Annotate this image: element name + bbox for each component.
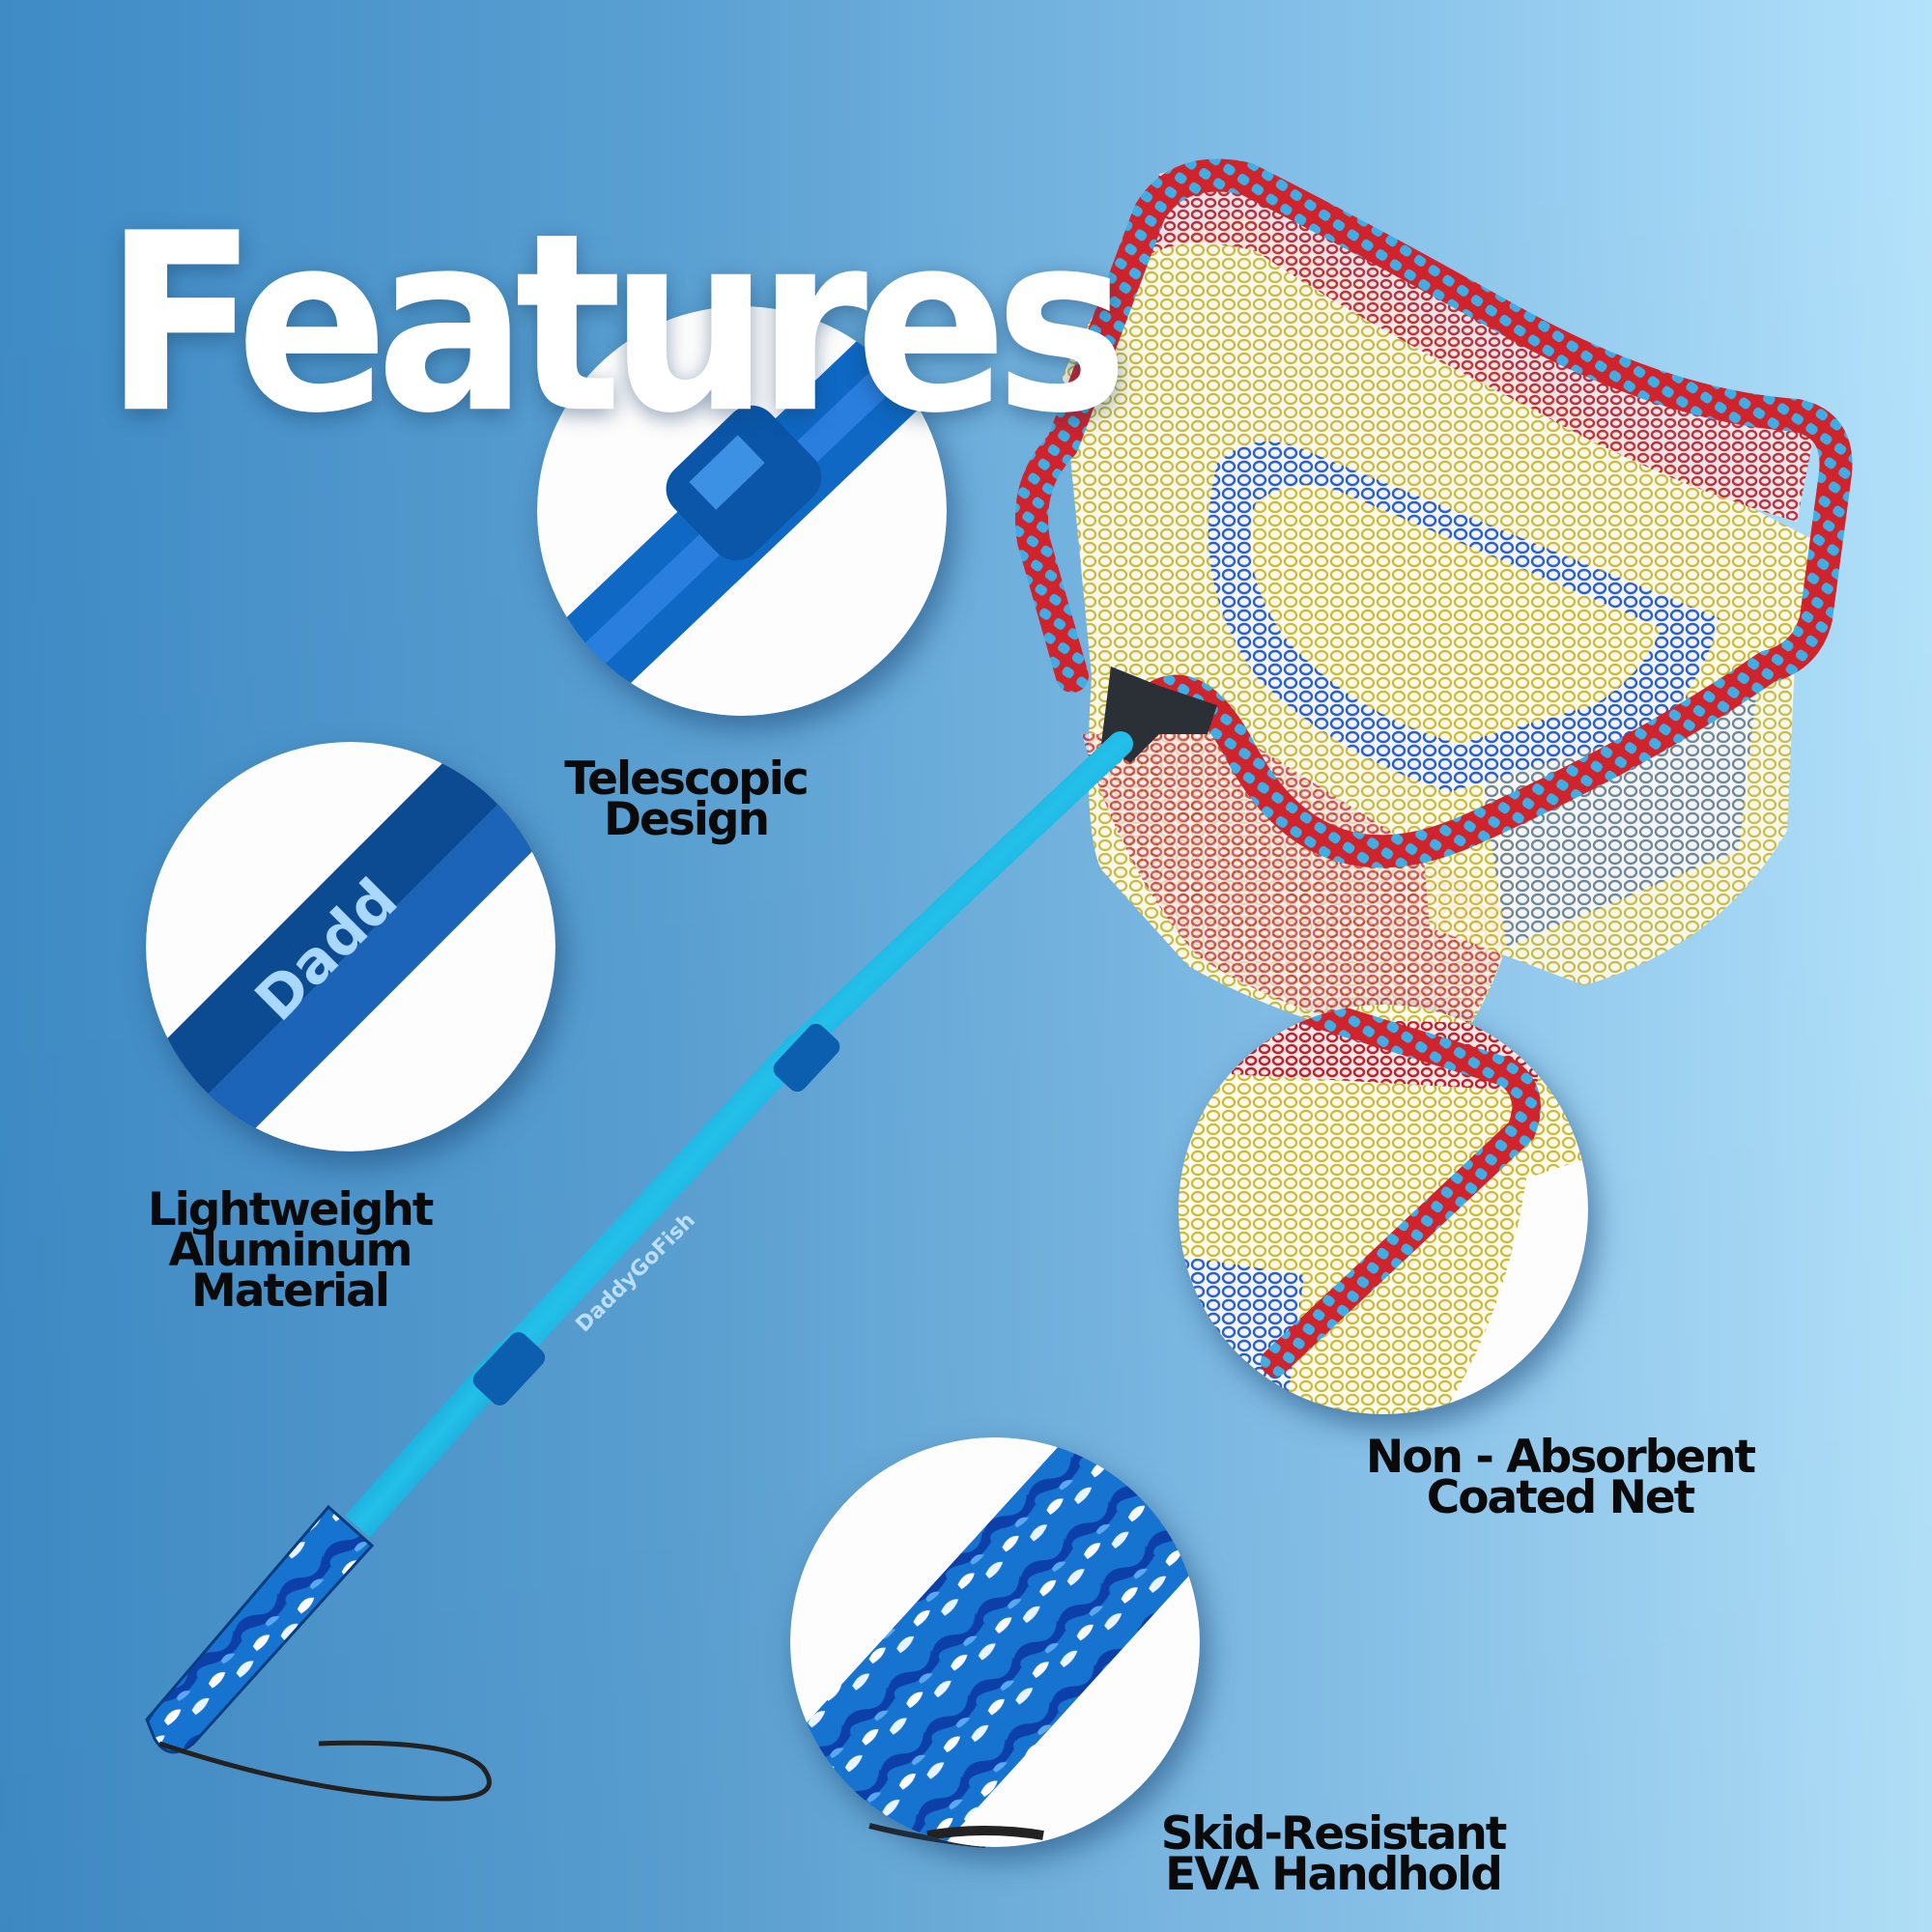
feature-label-grip: Skid-Resistant EVA Handhold xyxy=(1160,1807,1508,1901)
inset-circle-net xyxy=(1179,1005,1588,1414)
inset-circle-lightweight xyxy=(146,742,555,1151)
inset-lightweight-image: Dadd xyxy=(146,742,555,1151)
inset-telescopic-image xyxy=(537,306,947,716)
inset-grip-image xyxy=(790,1437,1200,1847)
feature-label-telescopic: Telescopic Design xyxy=(564,753,809,846)
page-title: Features xyxy=(104,180,1128,467)
feature-label-lightweight: Lightweight Aluminum Material xyxy=(147,1183,435,1318)
inset-net-image xyxy=(1179,1005,1588,1414)
feature-label-net: Non - Absorbent Coated Net xyxy=(1365,1431,1756,1524)
inset-circle-grip xyxy=(790,1437,1200,1847)
